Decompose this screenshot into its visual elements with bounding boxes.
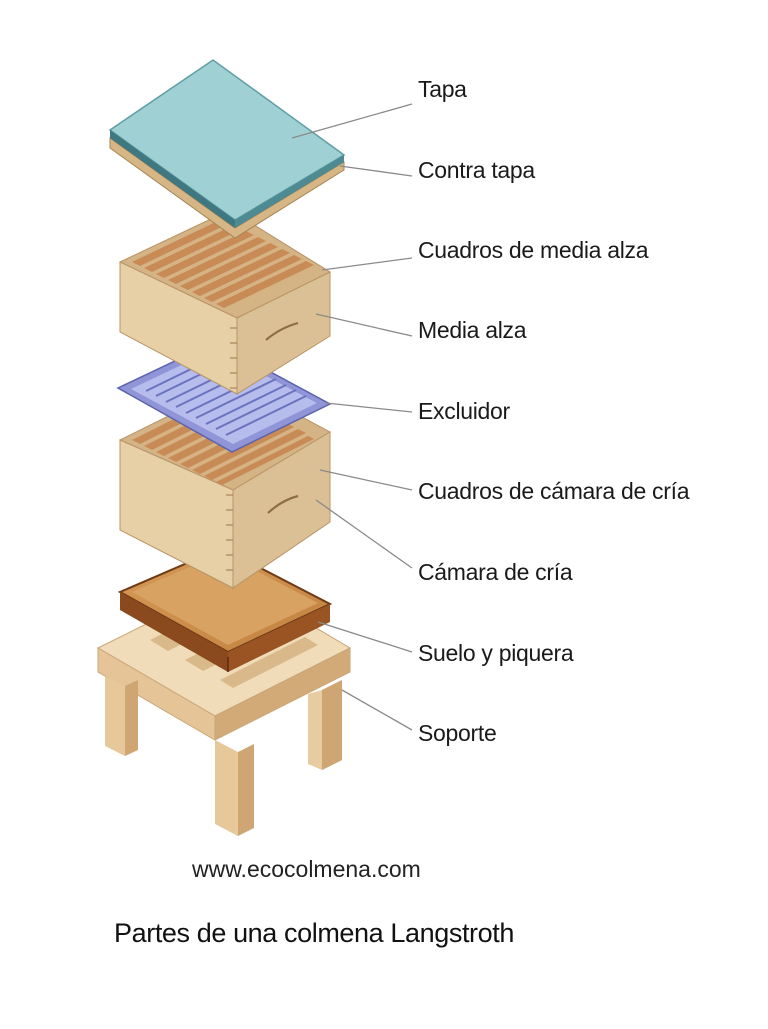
leader-tapa (291, 103, 413, 139)
leader-cuadros-media-alza (321, 257, 413, 271)
honey-super-side (236, 271, 331, 395)
label-tapa: Tapa (418, 76, 467, 102)
leader-lines (291, 103, 413, 731)
leader-excluidor (325, 402, 413, 413)
stand-side-face (214, 647, 351, 741)
label-camara-cria: Cámara de cría (418, 559, 573, 585)
outer-cover-front-edge (110, 130, 235, 228)
bottom-board-inner (132, 553, 318, 645)
label-cuadros-media-alza: Cuadros de media alza (418, 237, 649, 263)
outer-cover-side-edge (235, 155, 344, 228)
stand-slat (220, 637, 318, 688)
stand-leg-back-right-front (308, 690, 322, 770)
honey-super (118, 209, 332, 395)
queen-excluder-inner (131, 349, 317, 444)
label-excluidor: Excluidor (418, 398, 510, 424)
diagram-title: Partes de una colmena Langstroth (114, 918, 514, 948)
leader-suelo-piquera (317, 621, 413, 653)
stand-leg-front-left (105, 676, 125, 756)
leader-camara-cria (315, 499, 413, 569)
brood-box-handle (267, 494, 299, 514)
label-contra-tapa: Contra tapa (418, 157, 535, 183)
leader-cuadros-camara (319, 469, 413, 491)
label-cuadros-camara-cria: Cuadros de cámara de cría (418, 478, 690, 504)
leader-soporte (341, 689, 413, 731)
outer-cover (108, 59, 346, 228)
label-soporte: Soporte (418, 720, 497, 746)
label-media-alza: Media alza (418, 317, 527, 343)
honey-super-handle (265, 321, 299, 341)
site-url: www.ecocolmena.com (192, 856, 421, 882)
stand-leg-right (322, 680, 342, 770)
stand-leg-front-left-side (125, 680, 138, 756)
bottom-board-side-rim (228, 604, 330, 672)
bottom-board-front-rim (120, 592, 228, 672)
stand-leg-front (215, 740, 238, 836)
outer-cover-top (108, 59, 346, 221)
label-suelo-piquera: Suelo y piquera (418, 640, 574, 666)
leader-contra-tapa (339, 165, 413, 177)
super-frames (132, 219, 314, 308)
leader-media-alza (315, 313, 413, 337)
stand-leg-front-side (238, 744, 254, 836)
